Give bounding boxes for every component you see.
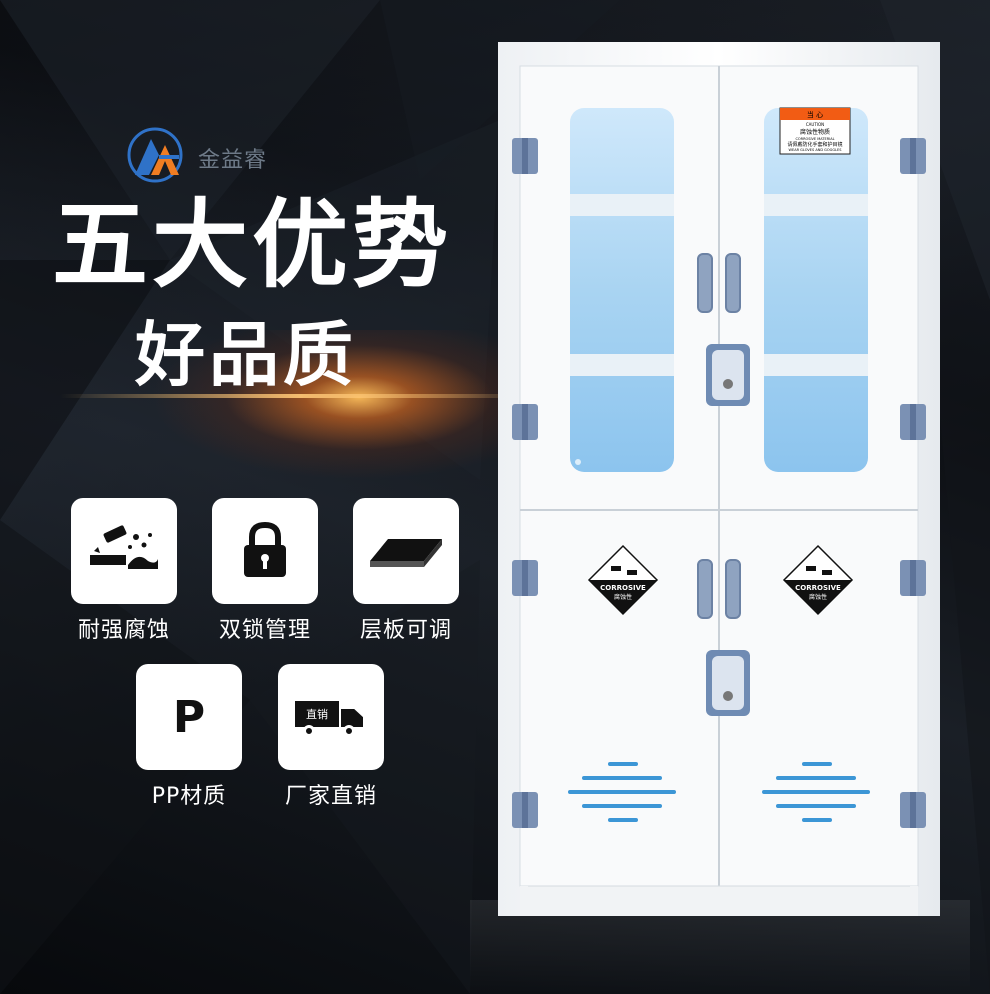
feature-label: PP材质	[151, 784, 227, 809]
feature-pp-material: P PP材质	[129, 664, 249, 810]
caution-sign-caution: CAUTION	[806, 122, 824, 127]
caution-sign-line4: WEAR GLOVES AND GOGGLES	[789, 148, 843, 152]
truck-label: 直销	[306, 708, 328, 721]
shelf-icon	[370, 539, 442, 567]
hazard-label-cn: 腐蚀性	[614, 593, 632, 601]
caution-sign-line1: 腐蚀性物质	[800, 128, 830, 136]
feature-card	[71, 498, 177, 604]
hazard-label-en: CORROSIVE	[600, 584, 646, 592]
feature-dual-lock: 双锁管理	[205, 498, 325, 644]
headline: 五大优势	[52, 189, 452, 301]
brand-logo-icon	[127, 127, 183, 183]
feature-card	[353, 498, 459, 604]
brand-name: 金益睿	[198, 148, 268, 173]
feature-adjustable-shelf: 层板可调	[346, 498, 466, 644]
hazard-label-en: CORROSIVE	[795, 584, 841, 592]
orange-glow	[150, 330, 530, 480]
delivery-truck-icon: 直销	[295, 697, 367, 737]
subheadline: 好品质	[135, 314, 357, 396]
feature-label: 层板可调	[359, 618, 452, 643]
glass-window-right	[764, 108, 868, 472]
feature-label: 耐强腐蚀	[77, 618, 170, 643]
caution-sign-title: 当 心	[807, 110, 823, 119]
chemical-storage-cabinet: 当 心 CAUTION 腐蚀性物质 CORROSIVE MATERIAL 请佩戴…	[498, 42, 940, 916]
vent-left	[568, 762, 676, 822]
caution-sign-line2: CORROSIVE MATERIAL	[795, 137, 834, 141]
feature-card: 直销	[278, 664, 384, 770]
padlock-icon	[244, 521, 286, 577]
feature-label: 双锁管理	[218, 618, 311, 643]
feature-card	[212, 498, 318, 604]
letter-p-icon: P	[172, 691, 206, 743]
feature-card: P	[136, 664, 242, 770]
light-flare	[60, 394, 540, 398]
corrosion-icon	[90, 525, 158, 569]
feature-corrosion: 耐强腐蚀	[64, 498, 184, 644]
vent-right	[762, 762, 870, 822]
caution-sign-line3: 请佩戴防化手套和护目镜	[787, 141, 842, 148]
glass-window-left	[570, 108, 674, 472]
hazard-label-cn: 腐蚀性	[809, 593, 827, 601]
feature-label: 厂家直销	[284, 784, 377, 809]
feature-factory-direct: 直销 厂家直销	[271, 664, 391, 810]
